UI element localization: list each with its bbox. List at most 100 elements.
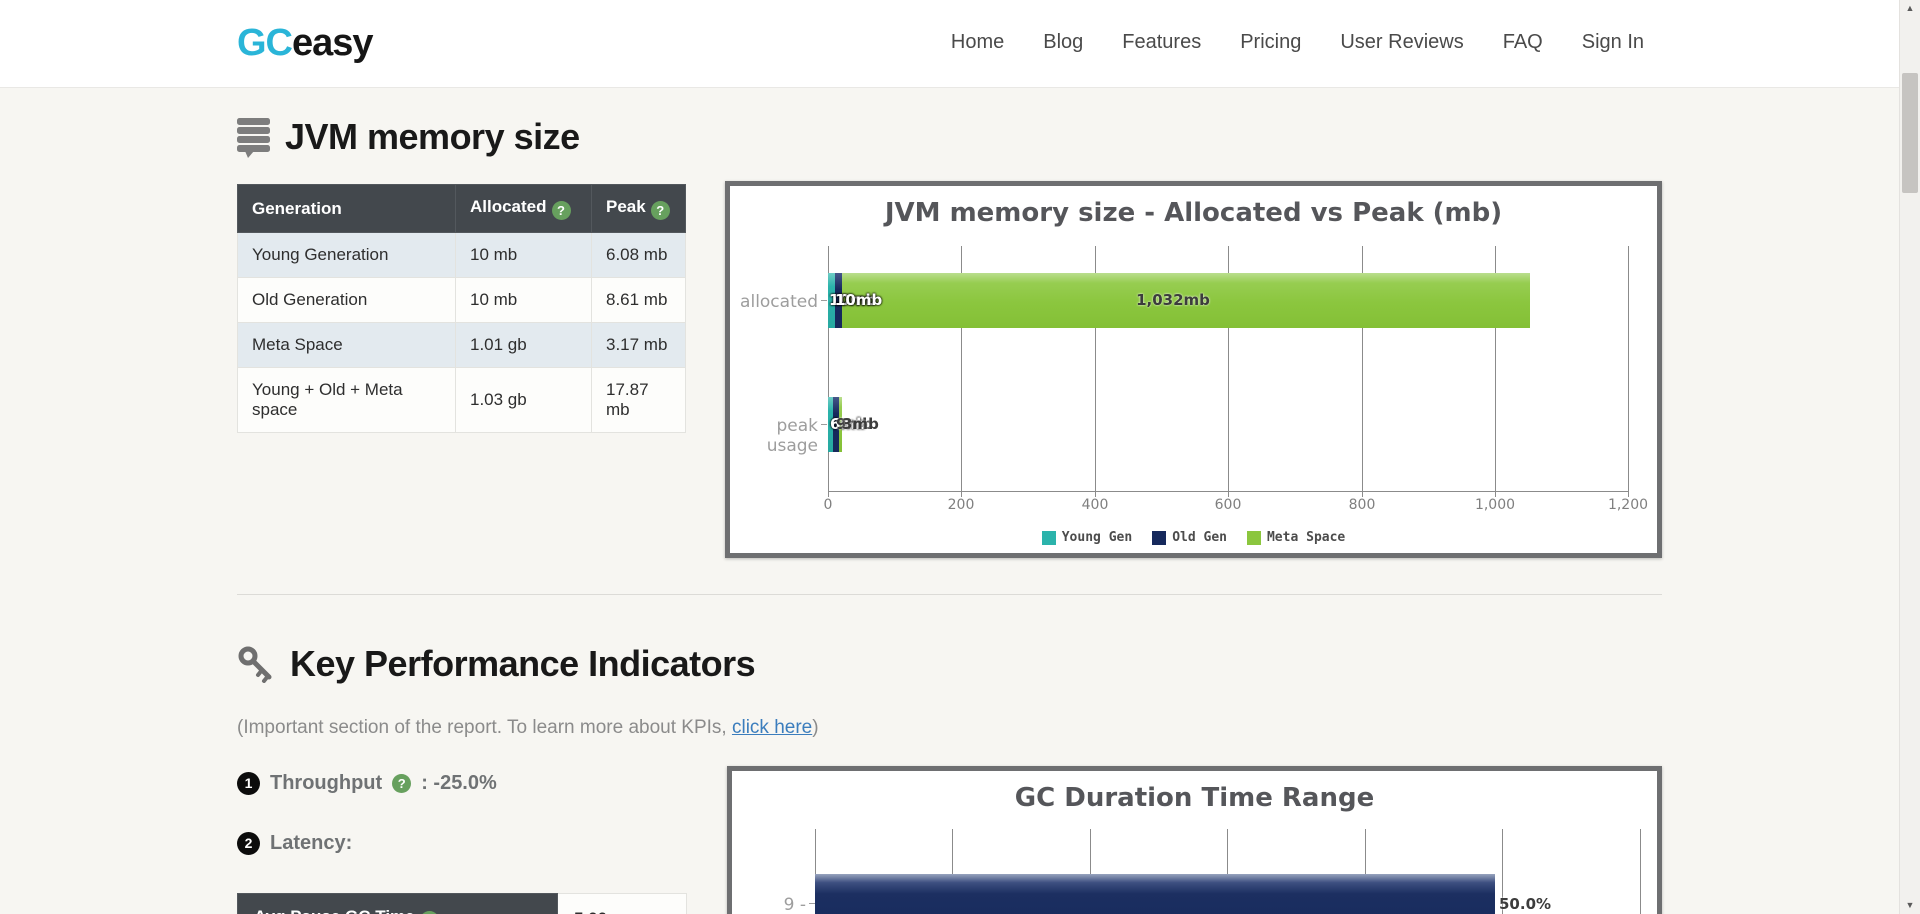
help-icon[interactable]: ? — [392, 774, 412, 793]
chart-title: GC Duration Time Range — [1014, 783, 1375, 813]
latency-label: Latency: — [270, 832, 353, 854]
category-label-duration: 9 - 10ms — [783, 895, 806, 914]
legend-item-meta-space[interactable]: Meta Space — [1246, 530, 1346, 545]
gc-duration-bar[interactable] — [815, 874, 1495, 914]
table-header-row: Generation Allocated? Peak? — [237, 184, 686, 233]
throughput-value: : -25.0% — [421, 772, 497, 794]
young-gen-segment — [828, 273, 835, 328]
legend-label: Old Gen — [1172, 530, 1227, 545]
table-row: Meta Space 1.01 gb 3.17 mb — [237, 322, 686, 368]
kpi-latency: 2 Latency: — [237, 832, 352, 855]
bar-value-label: 10mb — [829, 291, 877, 309]
young-gen-swatch — [1041, 530, 1056, 545]
scrollbar-thumb[interactable] — [1902, 73, 1918, 193]
nav-item-pricing[interactable]: Pricing — [1240, 31, 1302, 53]
cell-generation: Old Generation — [237, 277, 456, 323]
bar-value-label: 9mb — [836, 415, 873, 433]
avg-pause-gc-time-value: 5.00 ms — [557, 893, 687, 914]
gridline — [1095, 246, 1096, 497]
legend-item-old-gen[interactable]: Old Gen — [1152, 530, 1227, 545]
scroll-down-arrow-icon[interactable]: ▼ — [1900, 897, 1920, 914]
table-row: Old Generation 10 mb 8.61 mb — [237, 277, 686, 323]
kpi-click-here-link[interactable]: click here — [731, 717, 813, 738]
x-axis-line — [828, 491, 1629, 492]
chart-title: JVM memory size - Allocated vs Peak (mb) — [884, 198, 1503, 228]
gridline — [1640, 829, 1641, 914]
bar-value-label: 10mb — [835, 291, 883, 309]
old-gen-segment — [833, 397, 839, 452]
meta-space-segment — [842, 273, 1530, 328]
nav-item-faq[interactable]: FAQ — [1502, 31, 1543, 53]
cell-generation: Young Generation — [237, 232, 456, 278]
x-tick: 200 — [947, 497, 975, 513]
nav-item-blog[interactable]: Blog — [1043, 31, 1084, 53]
nav-links: Home Blog Features Pricing User Reviews … — [951, 31, 1644, 54]
chart-legend: Young Gen Old Gen Meta Space — [730, 530, 1657, 545]
nav-item-user-reviews[interactable]: User Reviews — [1340, 31, 1464, 53]
kpi-number-badge: 1 — [237, 772, 260, 795]
table-row: Young + Old + Meta space 1.03 gb 17.87 m… — [237, 367, 686, 433]
col-header-peak: Peak? — [591, 184, 686, 233]
gridline — [1365, 829, 1366, 914]
old-gen-segment — [835, 273, 842, 328]
gridline — [1502, 829, 1503, 914]
kpi-section-header: Key Performance Indicators — [237, 643, 756, 685]
gridline — [1362, 246, 1363, 497]
jvm-memory-section-header: JVM memory size — [237, 116, 580, 158]
section-divider — [237, 594, 1662, 595]
gridline — [961, 246, 962, 497]
avg-pause-gc-time-label: Avg Pause GC Time? — [237, 893, 558, 914]
cell-allocated: 10 mb — [455, 232, 592, 278]
cell-peak: 6.08 mb — [591, 232, 686, 278]
nav-item-sign-in[interactable]: Sign In — [1581, 31, 1644, 53]
key-icon — [237, 645, 275, 683]
cell-peak: 3.17 mb — [591, 322, 686, 368]
gceasy-logo[interactable]: GCeasy — [237, 22, 374, 65]
nav-item-home[interactable]: Home — [950, 31, 1005, 53]
meta-space-swatch — [1246, 530, 1261, 545]
gridline — [952, 829, 953, 914]
kpi-throughput: 1 Throughput ? : -25.0% — [237, 772, 497, 795]
logo-easy: easy — [292, 22, 374, 64]
legend-item-young-gen[interactable]: Young Gen — [1041, 530, 1132, 545]
kpi-note: (Important section of the report. To lea… — [237, 717, 819, 738]
x-tick: 600 — [1214, 497, 1242, 513]
x-tick: 800 — [1348, 497, 1376, 513]
gc-duration-chart-panel: GC Duration Time Range 9 - 10ms 50.0% — [727, 766, 1662, 914]
help-icon[interactable]: ? — [650, 201, 670, 220]
col-header-generation: Generation — [237, 184, 456, 233]
category-label-peak-usage: peak usage — [766, 416, 818, 456]
gridline — [828, 246, 829, 497]
gridline — [1228, 246, 1229, 497]
cell-generation: Meta Space — [237, 322, 456, 368]
page-scrollbar[interactable]: ▲ ▼ — [1899, 0, 1920, 914]
young-gen-segment — [828, 397, 833, 452]
x-tick: 400 — [1081, 497, 1109, 513]
table-row: Avg Pause GC Time? 5.00 ms — [237, 893, 687, 914]
col-header-allocated: Allocated? — [455, 184, 592, 233]
logo-gc: GC — [237, 22, 293, 64]
bar-value-label: 3mb — [842, 415, 879, 433]
legend-label: Meta Space — [1266, 530, 1346, 545]
allocated-bar[interactable] — [828, 273, 1530, 328]
x-tick: 0 — [823, 497, 833, 513]
latency-table: Avg Pause GC Time? 5.00 ms — [237, 893, 687, 914]
category-tick — [809, 903, 815, 904]
x-tick: 1,000 — [1474, 497, 1516, 513]
peak-usage-bar[interactable] — [828, 397, 842, 452]
table-row: Young Generation 10 mb 6.08 mb — [237, 232, 686, 278]
kpi-number-badge: 2 — [237, 832, 260, 855]
cell-allocated: 10 mb — [455, 277, 592, 323]
x-tick: 1,200 — [1607, 497, 1649, 513]
help-icon[interactable]: ? — [551, 201, 571, 220]
cell-generation: Young + Old + Meta space — [237, 367, 456, 433]
cell-peak: 8.61 mb — [591, 277, 686, 323]
nav-item-features[interactable]: Features — [1122, 31, 1202, 53]
gridline — [1090, 829, 1091, 914]
scroll-up-arrow-icon[interactable]: ▲ — [1900, 0, 1920, 17]
report-content: JVM memory size Generation Allocated? Pe… — [237, 88, 1662, 914]
memory-lines-icon — [237, 117, 270, 158]
bar-value-label: 6mb — [830, 415, 867, 433]
top-navbar: GCeasy Home Blog Features Pricing User R… — [0, 0, 1899, 88]
cell-allocated: 1.03 gb — [455, 367, 592, 433]
